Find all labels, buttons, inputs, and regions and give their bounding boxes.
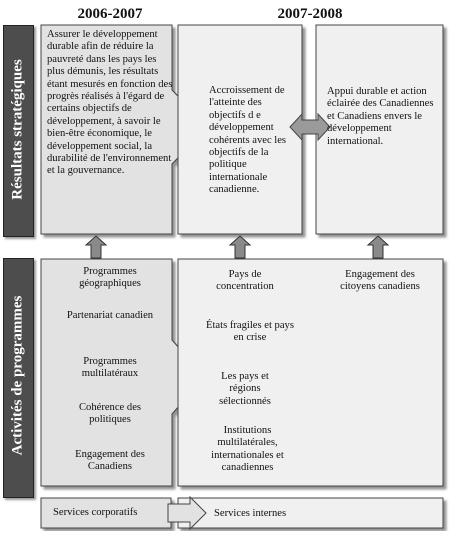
- strategic-box-2: [177, 24, 303, 235]
- program-item: Programmes multilatéraux: [81, 356, 139, 380]
- services-left-box: [40, 497, 172, 529]
- strategic-text-3: Appui durable et action éclairée des Can…: [327, 86, 434, 147]
- program-item: Engagement des Canadiens: [75, 449, 145, 473]
- services-right-label: Services internes: [214, 508, 287, 519]
- up-arrow-icon-3: [366, 235, 390, 259]
- programs-right-box: [177, 258, 444, 487]
- program-item: Les pays et régions sélectionnés: [219, 371, 271, 407]
- band-strategic-results: Résultats stratégiques: [3, 25, 34, 237]
- services-left-label: Services corporatifs: [53, 507, 138, 518]
- double-arrow-icon: [289, 112, 331, 142]
- program-item: Cohérence des politiques: [78, 402, 142, 426]
- year-2006-2007: 2006-2007: [77, 6, 143, 22]
- services-arrow-icon: [167, 495, 207, 531]
- year-2007-2008: 2007-2008: [277, 6, 343, 22]
- program-item: Pays de concentration: [216, 269, 274, 293]
- program-item: États fragiles et pays en crise: [206, 320, 294, 344]
- strategic-text-1: Assurer le développement durable afin de…: [47, 29, 173, 177]
- band-program-activities: Activités de programmes: [3, 258, 34, 498]
- program-item: Institutions multilatérales, internation…: [211, 425, 284, 474]
- strategic-box-3: [315, 24, 444, 235]
- program-item: Partenariat canadien: [66, 310, 154, 321]
- strategic-text-2: Accroissement de l'atteinte des objectif…: [209, 85, 287, 196]
- up-arrow-icon-2: [228, 235, 252, 259]
- program-item: Programmes géographiques: [79, 266, 141, 290]
- services-right-box: [177, 497, 444, 529]
- program-item-far-right: Engagement des citoyens canadiens: [340, 269, 420, 293]
- up-arrow-icon-1: [84, 235, 108, 259]
